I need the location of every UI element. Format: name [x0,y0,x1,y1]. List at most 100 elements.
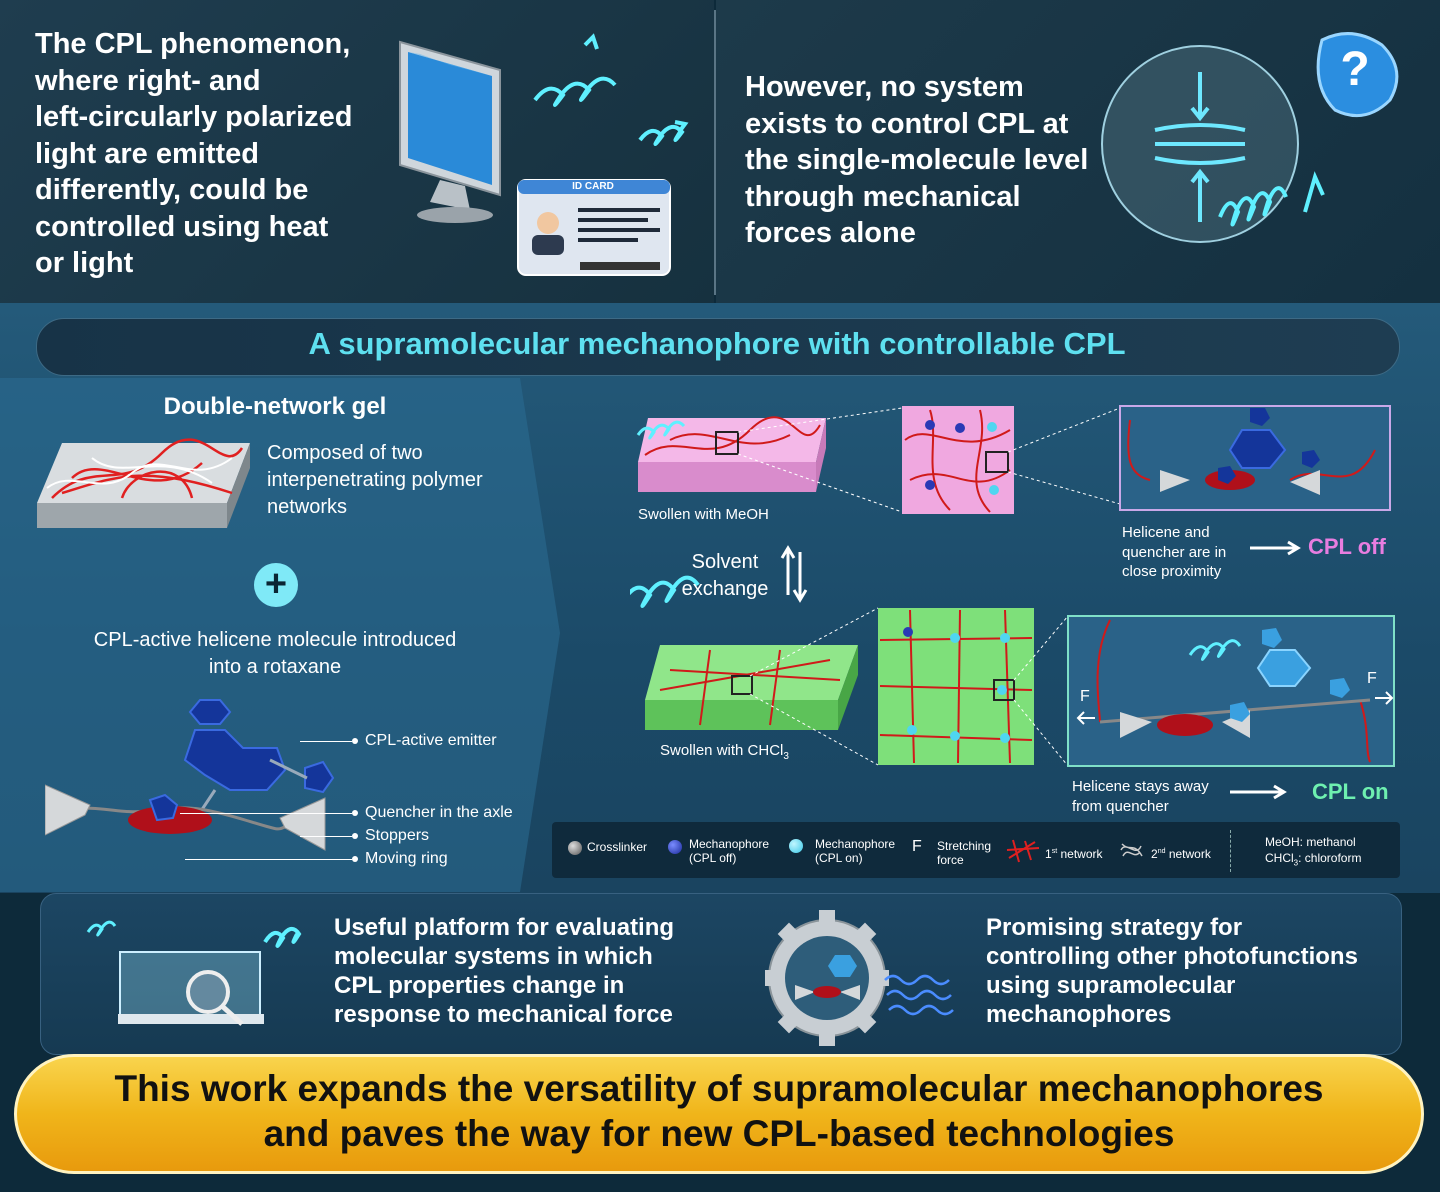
gear-mechanophore-illustration [765,910,954,1046]
net1-sup: st [1051,848,1058,855]
plus-icon: + [254,563,298,607]
gel-desc-line: Composed of two [267,442,423,464]
platform-text: Useful platform for evaluating molecular… [334,913,704,1029]
legend [552,822,1400,878]
swollen-chcl3-sub: 3 [783,751,789,762]
off-desc-line: close proximity [1122,563,1222,580]
legend-crosslinker: Crosslinker [587,840,648,854]
force-lens-illustration [1101,32,1399,243]
helicene-emitter-icon [183,699,335,821]
intro-line: The CPL phenomenon, [35,28,351,60]
main-title: A supramolecular mechanophore with contr… [308,326,1126,361]
gear-icon [765,910,889,1046]
off-desc-line: Helicene and [1122,524,1210,541]
helicene-desc-line: CPL-active helicene molecule introduced [93,629,457,651]
chcl3-network-zoom [878,608,1034,765]
conclusion-banner [14,1054,1424,1174]
conclusion-line: This work expands the versatility of sup… [114,1068,1324,1109]
second-network-icon [1120,843,1143,857]
net1-suffix: network [1057,847,1103,861]
no-system-line: through mechanical [745,180,1021,213]
emitter-leader-dot [352,738,358,744]
outlook-band [40,893,1402,1055]
ring-leader-dot [352,856,358,862]
force-right-label: F [1367,670,1377,687]
legend-mech-off-line: Mechanophore [689,837,770,851]
ring-label: Moving ring [365,850,448,867]
solvent-exchange-arrows-icon [780,545,808,603]
platform-line: CPL properties change in [334,972,625,999]
helix-light-icon [263,926,302,948]
legend-meoh: MeOH: methanol [1265,835,1356,849]
meoh-network-zoom [902,406,1014,514]
quencher-leader-dot [352,810,358,816]
no-system-line: exists to control CPL at [745,107,1069,140]
gel-heading: Double-network gel [163,393,387,420]
cpl-on-molecule-box [1067,615,1395,767]
helix-light-icon [630,575,700,608]
legend-divider [1230,830,1232,872]
intro-line: differently, could be [35,174,309,206]
net2-suffix: network [1165,847,1211,861]
legend-first-network: 1st network [1045,845,1103,861]
off-desc-line: quencher are in [1122,543,1227,561]
platform-line: molecular systems in which [334,943,653,970]
platform-line: response to mechanical force [334,1001,673,1028]
swollen-chcl3-label: Swollen with CHCl3 [660,742,789,762]
legend-mech-on-line: Mechanophore [815,837,896,851]
gel-desc-line: networks [267,496,348,518]
monitor-icon [399,40,501,223]
cpl-off-molecule-box [1119,405,1391,511]
legend-mech-off: Mechanophore (CPL off) [689,837,769,865]
stoppers-leader-dot [352,833,358,839]
legend-chcl3-text: CHCl [1265,851,1294,865]
no-system-line: forces alone [745,217,916,249]
legend-mech-on: Mechanophore (CPL on) [815,837,895,865]
monitor-idcard-illustration [399,33,689,276]
rotaxane-molecule-illustration [45,699,335,851]
gel-description: Composed of two interpenetrating polymer… [267,440,537,521]
net1-number: 1 [1045,847,1052,861]
conclusion-line: and paves the way for new CPL-based tech… [263,1113,1175,1154]
intro-line: light are emitted [35,137,259,170]
platform-line: Useful platform for evaluating [334,914,675,941]
wave-emission-icon [884,974,954,1016]
quencher-label: Quencher in the axle [365,804,513,821]
net2-number: 2 [1151,847,1158,861]
intro-line: or light [35,247,134,279]
gel-desc-line: interpenetrating polymer [267,469,483,491]
cpl-on-label: CPL on [1312,779,1389,804]
mechanism-diagram [630,405,1395,800]
stoppers-label: Stoppers [365,827,430,844]
strategy-line: Promising strategy for [986,914,1243,941]
left-stopper-icon [45,784,91,836]
solvent-exchange-line: Solvent [691,551,759,573]
legend-second-network: 2nd network [1151,845,1211,861]
emitter-leader-line [300,741,352,742]
cpl-off-description: Helicene and quencher are in close proxi… [1122,523,1226,582]
legend-stretching-line: force [937,853,964,867]
result-arrows-icon [1230,540,1301,800]
cpl-off-label: CPL off [1308,534,1386,559]
legend-mech-on-line: (CPL on) [815,851,863,865]
right-stopper-icon [279,797,326,851]
legend-mech-off-line: (CPL off) [689,851,737,865]
no-system-text: However, no system exists to control CPL… [745,69,1115,252]
helix-light-icon [1218,186,1288,227]
top-divider [714,10,716,295]
legend-chcl3-suffix: : chloroform [1298,851,1362,865]
magnifier-icon [186,970,230,1014]
chcl3-gel-slab [645,645,858,730]
no-system-line: the single-molecule level [745,144,1089,176]
legend-chcl3-sub: 3 [1293,858,1299,868]
id-card-icon [517,179,671,276]
strategy-line: controlling other photofunctions [986,943,1358,970]
intro-line: left-circularly polarized [35,101,353,133]
compression-arrows-icon [1154,72,1246,222]
legend-chcl3: CHCl3: chloroform [1265,851,1361,870]
no-system-line: However, no system [745,71,1024,103]
title-bar [36,318,1400,376]
intro-line: where right- and [35,64,261,97]
glass-platform-illustration [86,920,302,1026]
question-bubble-icon [1316,32,1399,118]
